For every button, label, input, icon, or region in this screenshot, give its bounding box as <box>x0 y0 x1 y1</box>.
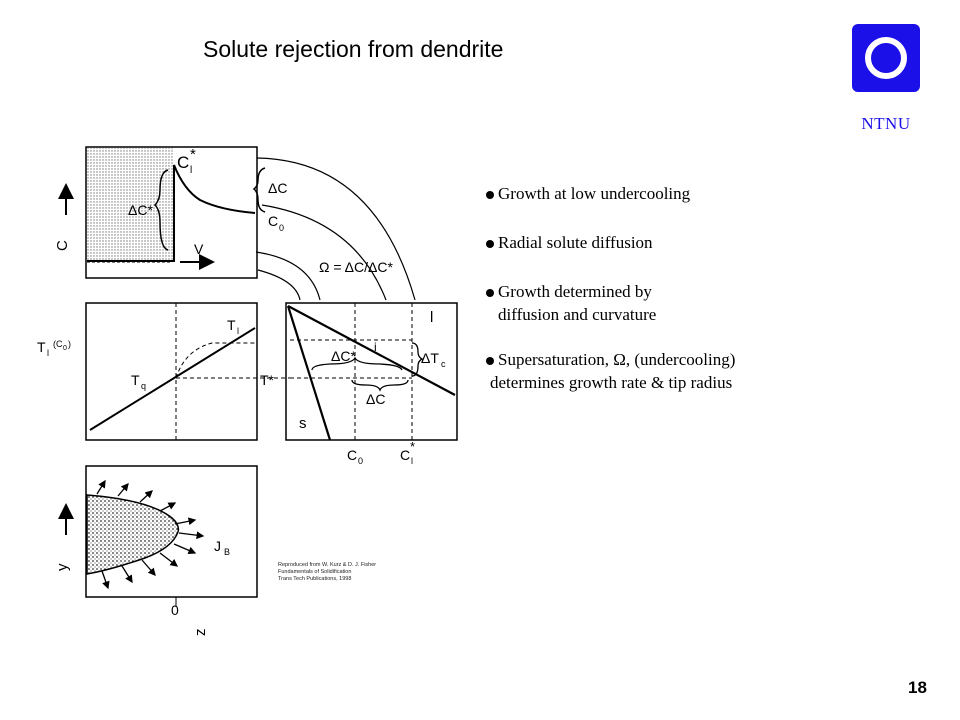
delta-c-mid-label: ΔC <box>366 391 385 407</box>
svg-text:): ) <box>68 339 71 349</box>
phase-l-label: l <box>430 309 433 326</box>
tl-c0-label: T <box>37 339 46 355</box>
bullet-item: Radial solute diffusion <box>486 231 850 254</box>
t-star-label: T* <box>260 372 275 388</box>
i-label: i <box>374 340 377 354</box>
bullet-list: Growth at low undercooling Radial solute… <box>486 182 850 405</box>
bullet-item: Growth determined by diffusion and curva… <box>486 280 850 326</box>
omega-label: Ω = ΔC/ΔC* <box>319 259 393 275</box>
tq-label: T <box>131 372 140 388</box>
svg-text:l: l <box>47 348 49 358</box>
v-arrow-label: V <box>194 241 204 257</box>
dendrite-tip-panel: y J B 0 z <box>54 465 258 637</box>
delta-c-top-label: ΔC <box>268 180 287 196</box>
svg-text:c: c <box>441 359 446 369</box>
c0-top-label: C <box>268 213 278 229</box>
figure-credit: Reproduced from W. Kurz & D. J. Fisher F… <box>278 562 377 582</box>
cl-star-label: C <box>177 153 189 172</box>
phase-diagram-panel: l s i ΔC* ΔT c ΔC C 0 C l * <box>285 302 458 466</box>
temperature-panel: T l (C 0 ) T l T q T* <box>37 302 290 441</box>
concentration-panel: C C l * ΔC* V ΔC C 0 <box>54 146 287 279</box>
y-axis-label: y <box>54 563 71 571</box>
bullet-icon <box>486 357 494 365</box>
bullet-item: Supersaturation, Ω, (undercooling) deter… <box>486 348 850 394</box>
svg-text:l: l <box>411 456 413 466</box>
origin-label: 0 <box>171 602 179 618</box>
delta-c-star-mid-label: ΔC* <box>331 348 356 364</box>
phase-s-label: s <box>299 415 307 432</box>
svg-text:B: B <box>224 547 230 557</box>
logo-ring-icon <box>865 37 907 79</box>
cl-star-sub: l <box>190 165 192 176</box>
bullet-icon <box>486 191 494 199</box>
svg-text:*: * <box>410 439 415 454</box>
connector-arcs <box>255 157 416 301</box>
delta-tc-label: ΔT <box>421 350 439 366</box>
tl-curve-label: T <box>227 317 236 333</box>
svg-text:(C: (C <box>53 339 63 349</box>
slide-title: Solute rejection from dendrite <box>203 36 504 62</box>
page-number: 18 <box>908 678 927 697</box>
svg-text:0: 0 <box>358 456 363 466</box>
delta-c-star-label: ΔC* <box>128 202 153 218</box>
svg-text:q: q <box>141 381 146 391</box>
logo-text: NTNU <box>861 114 911 133</box>
bullet-icon <box>486 240 494 248</box>
bullet-item: Growth at low undercooling <box>486 182 850 205</box>
ntnu-logo <box>852 24 920 92</box>
c0-top-sub: 0 <box>279 223 284 233</box>
cl-bottom-label: C <box>400 447 410 463</box>
c-axis-label: C <box>54 240 71 251</box>
bullet-icon <box>486 289 494 297</box>
z-axis-label: z <box>192 629 209 637</box>
svg-text:l: l <box>237 326 239 336</box>
svg-text:*: * <box>190 146 196 163</box>
svg-text:0: 0 <box>63 345 67 352</box>
c0-bottom-label: C <box>347 447 357 463</box>
jb-label: J <box>214 538 221 554</box>
